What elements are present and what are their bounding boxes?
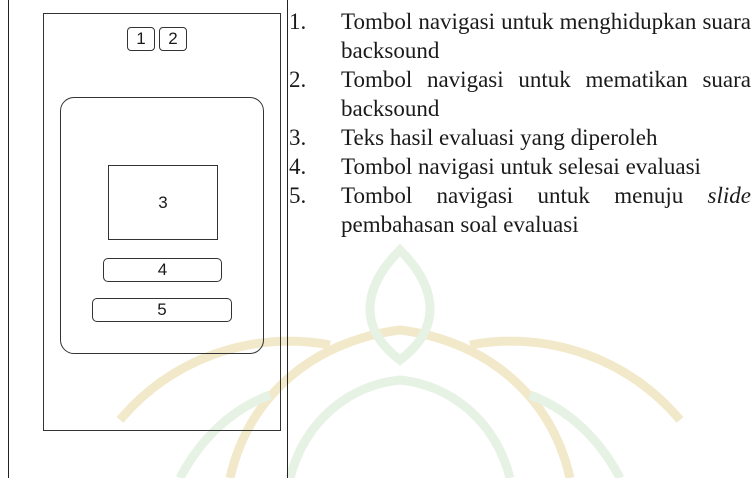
description-number: 4. (289, 154, 307, 179)
description-text-after: pembahasan soal evaluasi (341, 212, 579, 237)
description-number: 5. (289, 183, 307, 208)
description-text-italic: slide (707, 183, 751, 208)
description-text: Teks hasil evaluasi yang diperoleh (341, 125, 658, 150)
description-item-4: 4. Tombol navigasi untuk selesai evaluas… (289, 152, 751, 181)
table-border-left (8, 0, 9, 478)
table-border-middle (287, 0, 288, 478)
description-text: Tombol navigasi untuk mematikan suara ba… (341, 67, 751, 121)
wireframe-button-1: 1 (127, 27, 155, 51)
description-item-2: 2. Tombol navigasi untuk mematikan suara… (289, 65, 751, 123)
description-text: Tombol navigasi untuk selesai evaluasi (341, 154, 701, 179)
description-text: Tombol navigasi untuk menuju slide pemba… (341, 181, 751, 239)
description-number: 2. (289, 67, 307, 92)
description-text: Tombol navigasi untuk menghidupkan suara… (341, 9, 751, 63)
wireframe-panel (60, 97, 264, 354)
wireframe-button-4: 4 (103, 258, 222, 282)
description-number: 1. (289, 9, 307, 34)
wireframe-result-box-3: 3 (108, 165, 218, 240)
description-item-1: 1. Tombol navigasi untuk menghidupkan su… (289, 7, 751, 65)
wireframe-screen (43, 13, 281, 431)
description-item-5: 5. Tombol navigasi untuk menuju slide pe… (289, 181, 751, 239)
wireframe-button-2: 2 (159, 27, 187, 51)
description-text-before: Tombol navigasi untuk menuju (341, 183, 684, 208)
description-list: 1. Tombol navigasi untuk menghidupkan su… (289, 7, 751, 239)
description-item-3: 3. Teks hasil evaluasi yang diperoleh (289, 123, 751, 152)
wireframe-button-5: 5 (92, 298, 232, 322)
description-number: 3. (289, 125, 307, 150)
